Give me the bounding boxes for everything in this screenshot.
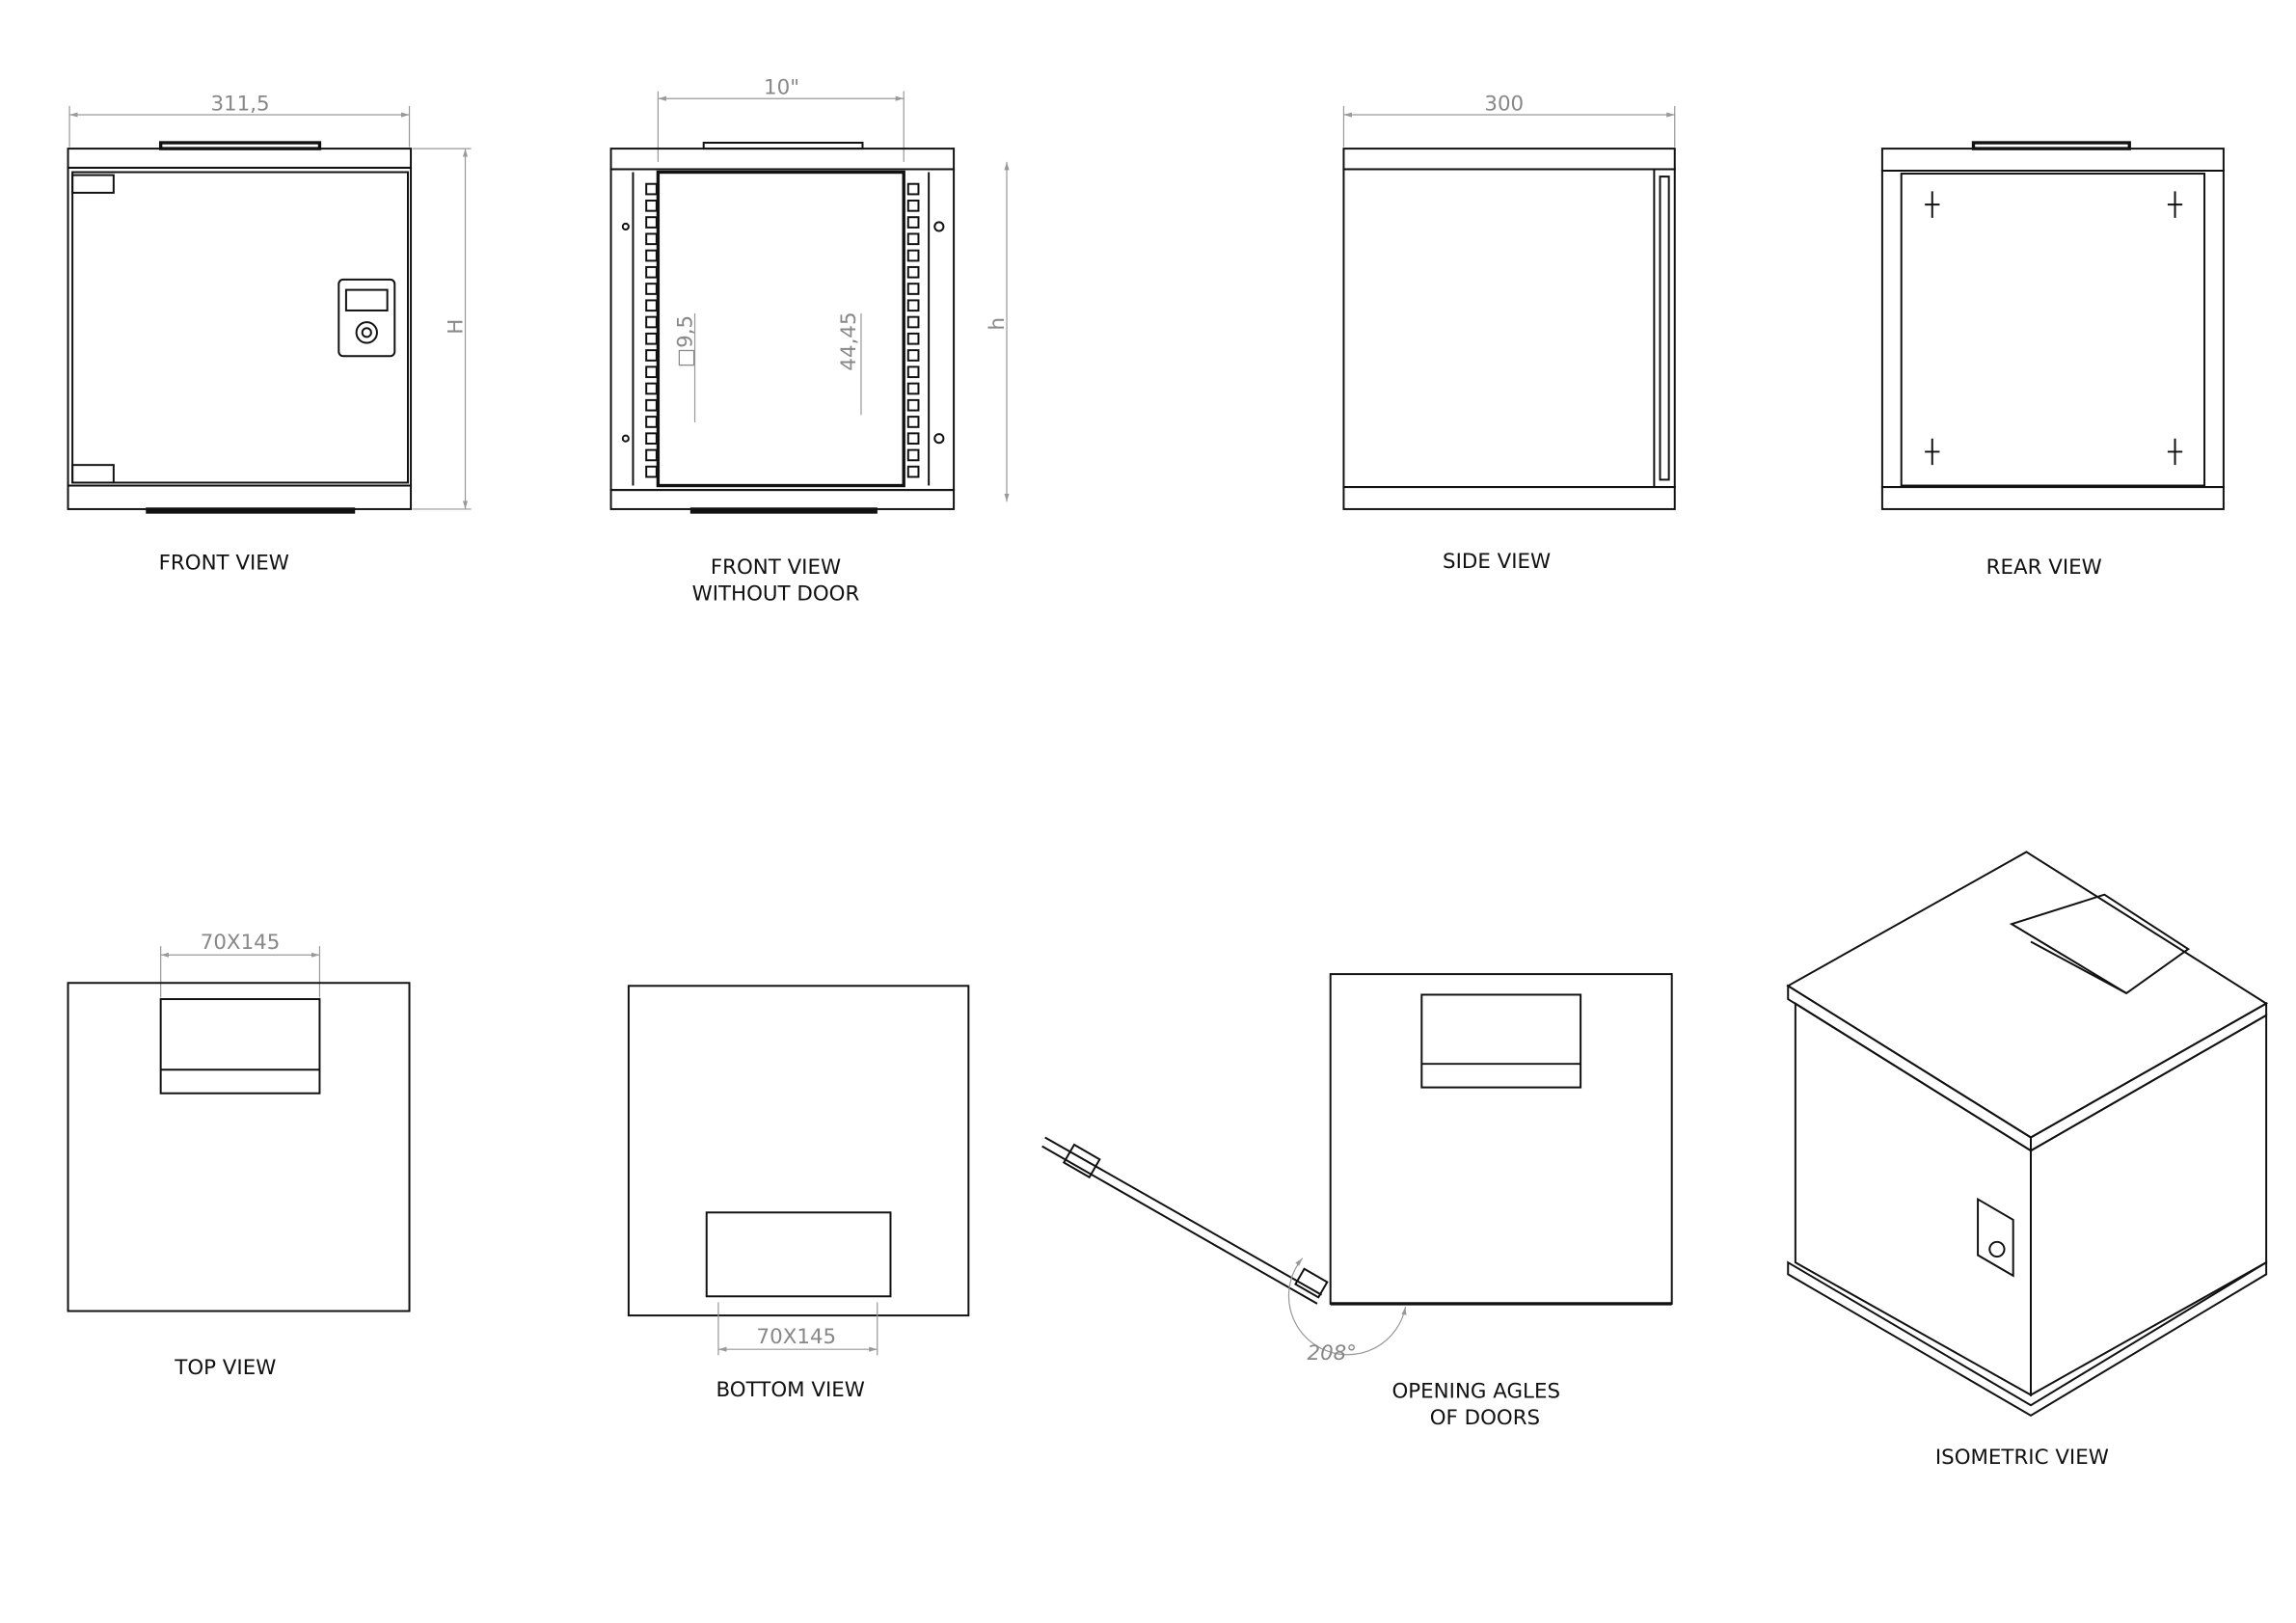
rack-hole (645, 249, 658, 262)
rack-hole (645, 182, 658, 196)
rack-hole (906, 283, 920, 295)
rack-hole (906, 365, 920, 379)
rack-hole (906, 249, 920, 262)
opening-angles-label-2: OF DOORS (1430, 1406, 1540, 1430)
door-lock-icon (338, 278, 396, 358)
rack-hole (645, 465, 658, 478)
rack-hole (906, 182, 920, 196)
side-depth-dim: 300 (1484, 92, 1524, 116)
side-view-label: SIDE VIEW (1443, 550, 1551, 574)
top-view: 70X145 TOP VIEW (67, 931, 411, 1380)
rack-hole (906, 349, 920, 362)
rack-hole (906, 232, 920, 246)
rack-hole (906, 465, 920, 478)
rack-hole (645, 365, 658, 379)
rack-hole (906, 332, 920, 345)
rack-hole (906, 416, 920, 428)
iso-lock-icon (1977, 1197, 2014, 1278)
rack-hole (906, 315, 920, 329)
front-view-without-door-label-2: WITHOUT DOOR (692, 582, 860, 607)
bottom-vent-dim: 70X145 (757, 1325, 837, 1349)
top-view-label: TOP VIEW (174, 1356, 276, 1380)
rack-hole (906, 398, 920, 412)
rack-hole (906, 448, 920, 462)
rack-hole (645, 299, 658, 312)
rack-hole (645, 283, 658, 295)
rear-view: REAR VIEW (1880, 141, 2225, 580)
bottom-view-label: BOTTOM VIEW (716, 1378, 865, 1402)
rack-hole (906, 432, 920, 446)
rear-view-label: REAR VIEW (1986, 555, 2102, 580)
bottom-view: 70X145 BOTTOM VIEW (627, 985, 970, 1402)
rack-hole (645, 416, 658, 428)
rack-hole (645, 448, 658, 462)
rack-hole (645, 232, 658, 246)
rack-hole (645, 432, 658, 446)
rack-hole (906, 299, 920, 312)
u-pitch-dim: 44,45 (837, 311, 861, 370)
open-door (1041, 1136, 1329, 1305)
isometric-view: ISOMETRIC VIEW (1786, 851, 2269, 1470)
opening-angle-dim: 208° (1308, 1341, 1357, 1366)
rack-hole (906, 216, 920, 229)
isometric-view-label: ISOMETRIC VIEW (1935, 1446, 2109, 1470)
opening-angle-view: 208° OPENING AGLES OF DOORS (1041, 973, 1673, 1430)
rack-hole (645, 265, 658, 279)
rack-height-dim: h (986, 317, 1010, 331)
rack-hole (906, 265, 920, 279)
front-width-dim: 311,5 (210, 92, 269, 116)
rack-hole (645, 199, 658, 212)
front-view: 311,5 H FRONT VIEW (67, 92, 472, 575)
rack-hole (645, 332, 658, 345)
rack-hole (645, 349, 658, 362)
opening-angles-label-1: OPENING AGLES (1391, 1380, 1560, 1404)
front-view-label: FRONT VIEW (159, 551, 289, 575)
hole-size-dim: □9,5 (673, 315, 697, 367)
rack-hole (645, 382, 658, 395)
front-height-dim: H (444, 319, 468, 335)
side-view: 300 SIDE VIEW (1342, 92, 1676, 574)
rack-hole (906, 382, 920, 395)
rack-hole (645, 398, 658, 412)
rack-width-dim: 10" (764, 76, 799, 100)
front-view-without-door-label-1: FRONT VIEW (711, 555, 841, 580)
top-vent-dim: 70X145 (201, 931, 281, 955)
front-view-without-door: 10" □9,5 44,45 h FRONT VIEW WITHOUT DOOR (609, 76, 1010, 607)
rack-hole (645, 216, 658, 229)
rack-hole (645, 315, 658, 329)
rack-hole (906, 199, 920, 212)
